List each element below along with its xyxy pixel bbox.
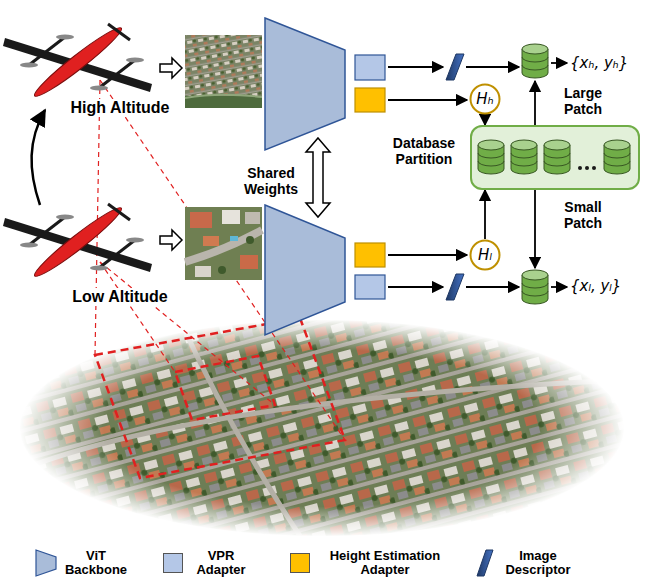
low-altitude-photo [185, 207, 262, 280]
hollow-arrow [160, 58, 182, 78]
height-adapter [355, 88, 385, 112]
ground-aerial-view [19, 319, 625, 537]
legend-swatch [163, 553, 183, 573]
legend-item: Image Descriptor [496, 548, 580, 577]
database-cylinder [478, 140, 504, 174]
uav-low [3, 203, 152, 282]
legend-item: ViT Backbone [60, 548, 132, 577]
partition-heading: Database Partition [384, 135, 464, 167]
altitude-label: High Altitude [58, 99, 182, 117]
database-cylinder [604, 140, 630, 174]
legend-text: Image Descriptor [496, 549, 580, 576]
high-altitude-photo [185, 35, 262, 108]
patch-size-label: Small Patch [553, 200, 613, 231]
vpr-adapter [355, 275, 385, 299]
large-footprint [95, 318, 345, 478]
image-descriptor [446, 54, 464, 80]
legend-vit-icon [36, 550, 56, 576]
altitude-label: Low Altitude [58, 288, 182, 306]
database-cylinder [544, 140, 570, 174]
legend-descriptor-icon [477, 550, 493, 576]
patch-size-label: Large Patch [553, 86, 613, 117]
patch-database [522, 270, 548, 304]
database-cylinder [511, 140, 537, 174]
legend-text: ViT Backbone [60, 549, 132, 576]
circle-shape [471, 85, 500, 114]
database-partition-fill [470, 125, 640, 190]
vit-backbone [265, 205, 345, 335]
vpr-adapter [355, 55, 385, 80]
position-output: {xₗ, yₗ} [570, 278, 642, 295]
height-estimate-circle: Hₗ [469, 239, 501, 271]
ellipsis-dots [578, 166, 596, 170]
legend-item: Height Estimation Adapter [314, 548, 456, 577]
position-output: {xₕ, yₕ} [570, 55, 642, 72]
legend-text: VPR Adapter [188, 549, 254, 576]
shared-weights-arrow [306, 138, 330, 217]
vit-backbone [265, 18, 345, 150]
small-footprint [175, 356, 275, 420]
patch-database [522, 44, 548, 78]
flow-connector [484, 115, 486, 125]
height-adapter [355, 243, 385, 267]
climb-arrow [32, 110, 45, 205]
circle-shape [471, 241, 500, 270]
node-text: Hₗ [478, 248, 492, 263]
flow-arrows [388, 63, 567, 287]
node-text: Hₕ [476, 92, 493, 107]
hollow-arrow [160, 230, 182, 250]
legend-item: VPR Adapter [188, 548, 254, 577]
flow-connector [484, 190, 486, 239]
height-estimate-circle: Hₕ [469, 83, 501, 115]
database-partition-box: Database Partition [470, 125, 640, 190]
shared-weights-label: Shared Weights [238, 166, 304, 197]
legend-swatch [290, 553, 310, 573]
image-descriptor [446, 274, 464, 300]
uav-high [3, 23, 152, 102]
legend-text: Height Estimation Adapter [314, 549, 456, 576]
